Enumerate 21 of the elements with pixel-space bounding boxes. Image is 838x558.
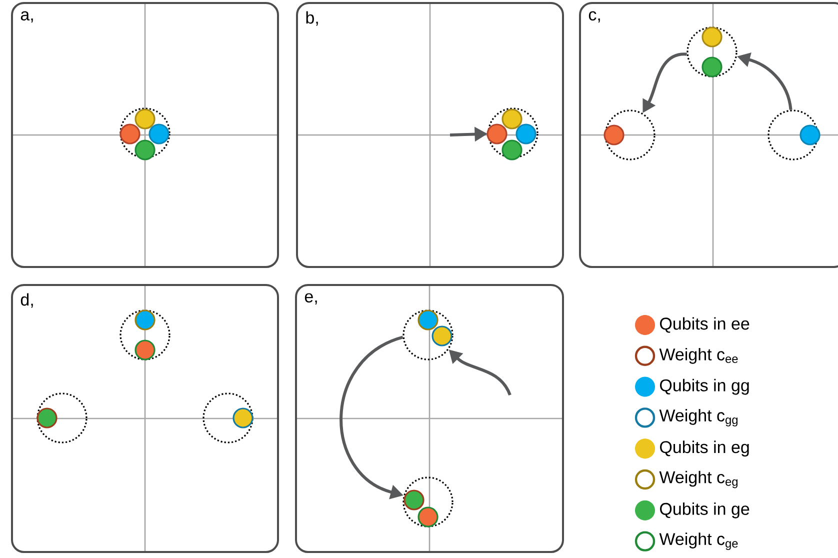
legend-label: Weight c$_{ge}$ <box>659 532 738 550</box>
dotted-circle <box>604 110 656 160</box>
panel-label: c, <box>588 11 600 23</box>
dotted-circle <box>686 26 738 78</box>
legend-label: Qubits in gg <box>660 378 749 395</box>
legend-label: Weight c$_{gg}$ <box>659 409 738 426</box>
panel-label: e, <box>304 293 317 305</box>
panel-label: b, <box>306 11 318 26</box>
dotted-circle <box>402 476 454 528</box>
legend-label: Weight c$_{ee}$ <box>659 348 738 364</box>
dotted-circle <box>768 110 818 160</box>
legend-label: Weight c$_{eg}$ <box>659 470 738 488</box>
panel-label: a, <box>20 11 33 23</box>
legend-label: Qubits in ee <box>660 317 750 333</box>
panel-label: d, <box>20 293 33 308</box>
dotted-circle <box>202 392 254 444</box>
dotted-circle <box>402 310 454 360</box>
dotted-circle <box>36 392 88 444</box>
dotted-circle <box>120 310 170 360</box>
legend-label: Qubits in ge <box>660 502 750 518</box>
legend-label: Qubits in eg <box>660 440 749 457</box>
